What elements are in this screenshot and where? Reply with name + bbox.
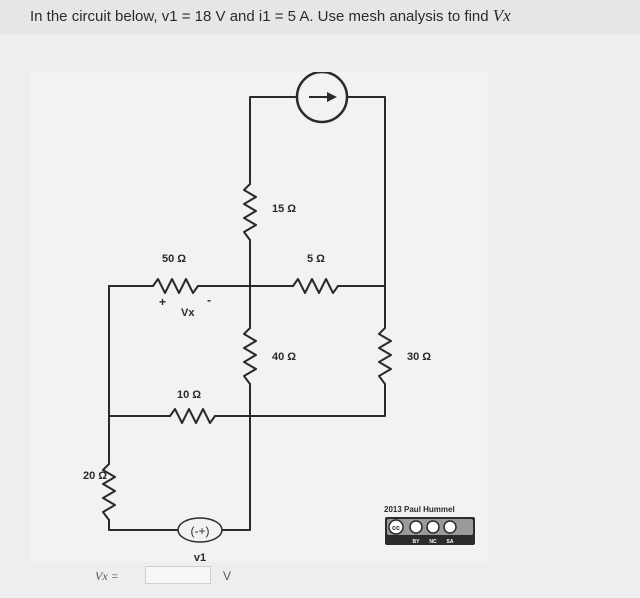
wire-bottom-right [219,415,251,531]
nc-dollar-icon [426,520,440,534]
content-area: i1 (-+) v1 15 Ω 50 Ω 5 Ω + Vx - 40 Ω 30 … [0,34,640,598]
cc-license-badge: cc BY NC SA [385,517,475,545]
vx-plus: + [159,295,166,309]
resistor-5ohm [292,278,339,294]
wire-30-bottom [249,383,386,417]
sa-share-icon [443,520,457,534]
question-text: In the circuit below, v1 = 18 V and i1 =… [30,6,511,26]
wire-20-bottom [108,519,181,531]
resistor-50ohm [152,278,199,294]
resistor-15ohm [243,183,257,241]
resistor-30ohm [378,327,392,385]
copyright-text: 2013 Paul Hummel [384,505,455,514]
resistor-20ohm [102,463,116,521]
r15-label: 15 Ω [272,203,296,215]
question-prefix: In the circuit below, v1 = 18 V and i1 =… [30,8,493,25]
resistor-10ohm [169,408,216,424]
r5-label: 5 Ω [307,253,325,265]
voltage-source-v1 [177,517,223,543]
answer-label: Vx = [95,569,119,583]
wire-top-right [346,96,386,287]
vx-minus: - [207,293,211,307]
license-nc: NC [429,539,437,545]
license-by: BY [413,539,421,545]
question-bar: In the circuit below, v1 = 18 V and i1 =… [0,0,640,34]
r20-label: 20 Ω [83,470,107,482]
resistor-40ohm [243,327,257,385]
voltage-source-label: v1 [194,552,206,562]
cc-text: cc [392,525,400,532]
vx-label: Vx [181,307,195,319]
circuit-figure: i1 (-+) v1 15 Ω 50 Ω 5 Ω + Vx - 40 Ω 30 … [30,52,488,564]
current-direction-arrow-icon [309,92,337,102]
r40-label: 40 Ω [272,351,296,363]
r10-label: 10 Ω [177,389,201,401]
answer-input[interactable] [145,566,211,584]
license-sa: SA [447,539,454,545]
cc-icon [388,519,404,535]
answer-unit: V [223,569,232,583]
wire-top-left [249,96,298,185]
voltage-source-symbol: (-+) [191,524,210,538]
question-target-variable: Vx [492,6,511,25]
r30-label: 30 Ω [407,351,431,363]
circuit-diagram: i1 (-+) v1 15 Ω 50 Ω 5 Ω + Vx - 40 Ω 30 … [83,52,475,564]
by-person-icon [409,520,423,534]
r50-label: 50 Ω [162,253,186,265]
